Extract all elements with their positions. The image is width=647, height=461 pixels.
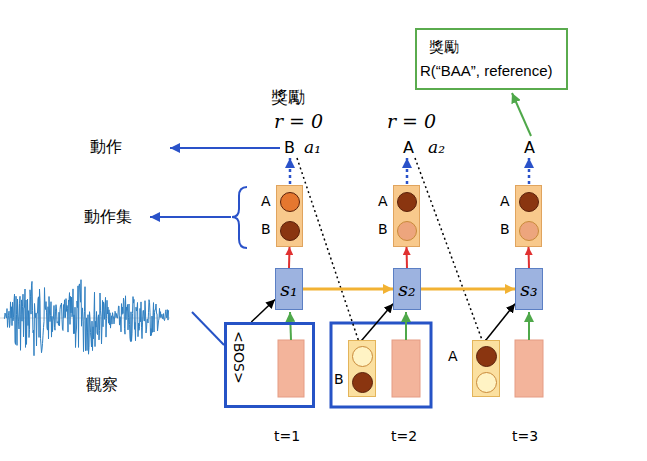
free-label: r = 0 xyxy=(387,110,436,132)
one-hot-box: B xyxy=(348,340,376,397)
reward-box: 獎勵 R(“BAA”, reference) xyxy=(415,28,568,90)
free-label: 動作 xyxy=(90,137,122,158)
state-box: s₂ xyxy=(393,268,421,310)
one-hot-circle xyxy=(397,221,417,241)
one-hot-circle xyxy=(352,346,373,367)
free-label: r = 0 xyxy=(274,110,323,132)
connector-arrow xyxy=(303,288,393,291)
sampling-arrow xyxy=(528,158,531,184)
leader-line xyxy=(192,312,224,345)
input-group-outline xyxy=(331,323,431,407)
one-hot-circle xyxy=(476,372,497,393)
connector-arrow xyxy=(406,247,409,268)
connector-arrow xyxy=(288,247,291,268)
state-box: s₁ xyxy=(275,268,303,310)
waveform-trace xyxy=(4,280,169,356)
one-hot-circle xyxy=(397,192,417,212)
action-set-pointer xyxy=(150,216,231,218)
action-set-box: AB xyxy=(515,185,542,247)
free-label: t=3 xyxy=(512,428,538,444)
free-label: 動作集 xyxy=(84,207,132,228)
free-label: A xyxy=(524,138,535,157)
action-set-box: AB xyxy=(393,185,420,247)
one-hot-circle xyxy=(519,221,539,241)
one-hot-box: A xyxy=(472,340,500,397)
one-hot-circle xyxy=(352,372,373,393)
waveform xyxy=(0,280,170,356)
node-text: A xyxy=(261,193,271,209)
free-label: B xyxy=(284,138,295,157)
node-text: B xyxy=(334,371,344,387)
connector-arrow xyxy=(421,288,515,291)
one-hot-circle xyxy=(280,221,300,241)
node-text: <BOS> xyxy=(231,331,247,384)
observation-frame xyxy=(515,340,543,397)
node-text: R(“BAA”, reference) xyxy=(420,62,553,79)
observation-arrow xyxy=(290,312,291,340)
one-hot-circle xyxy=(476,346,497,367)
bos-input-box: <BOS> xyxy=(224,322,315,408)
sampling-arrow xyxy=(406,158,409,184)
feedback-arrow xyxy=(415,158,485,348)
free-label: t=2 xyxy=(391,428,417,444)
one-hot-circle xyxy=(519,192,539,212)
connector-arrow xyxy=(486,304,515,340)
connector-arrow xyxy=(362,304,393,340)
connector-arrow xyxy=(528,247,531,268)
free-label: 觀察 xyxy=(86,375,118,396)
free-label: A xyxy=(403,138,414,157)
node-text: s₃ xyxy=(516,278,542,300)
free-label: a₁ xyxy=(304,137,321,157)
observation-frame xyxy=(392,340,420,397)
observation-frame xyxy=(278,340,304,397)
connector-arrow xyxy=(251,300,275,323)
action-set-box: AB xyxy=(276,185,303,247)
node-text: B xyxy=(500,221,510,237)
free-label: a₂ xyxy=(428,137,445,157)
sampling-arrow xyxy=(289,158,292,184)
observation-arrow xyxy=(528,312,530,340)
feedback-arrow xyxy=(297,158,361,348)
observation-arrow xyxy=(405,312,407,340)
node-text: A xyxy=(500,193,510,209)
free-label: t=1 xyxy=(274,428,300,444)
bracket xyxy=(232,187,247,248)
node-text: s₂ xyxy=(394,278,420,300)
node-text: s₁ xyxy=(276,278,302,300)
node-text: B xyxy=(261,221,271,237)
node-text: A xyxy=(448,348,458,364)
node-text: B xyxy=(378,221,388,237)
free-label: 獎勵 xyxy=(271,86,305,109)
reward-arrow xyxy=(512,93,531,136)
node-text: 獎勵 xyxy=(429,38,459,57)
action-pointer xyxy=(170,147,280,149)
state-box: s₃ xyxy=(515,268,543,310)
node-text: A xyxy=(378,193,388,209)
one-hot-circle xyxy=(280,192,300,212)
